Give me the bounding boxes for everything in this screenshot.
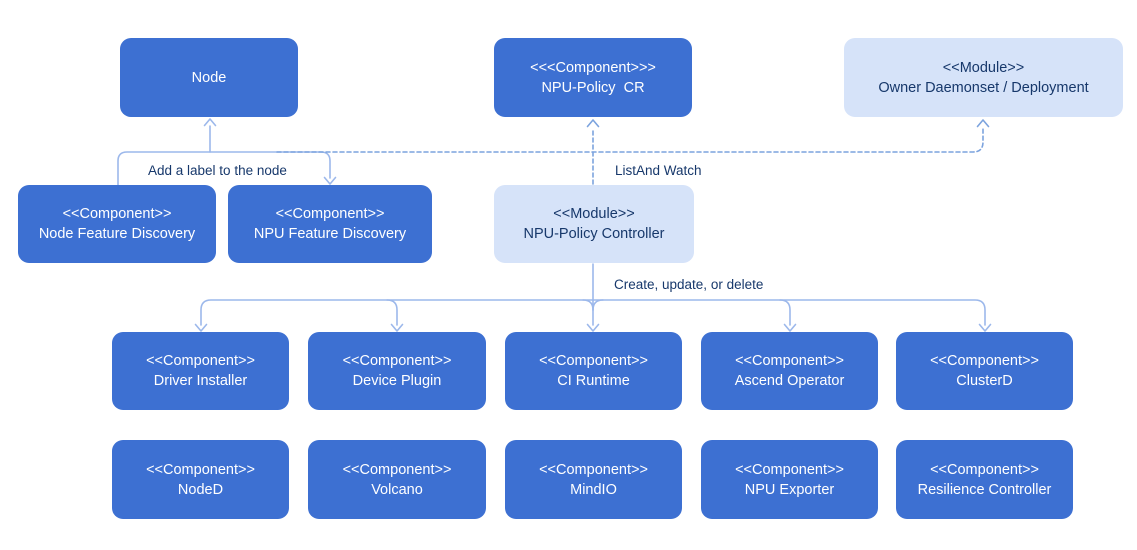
arrowhead-into-device-plugin — [390, 323, 404, 332]
edge-label-listand-watch: ListAnd Watch — [615, 163, 702, 178]
device-plugin-name: Device Plugin — [352, 373, 442, 389]
node-box: Node — [120, 38, 298, 117]
driver-installer-box: <<Component>> Driver Installer — [112, 332, 289, 410]
node-feature-discovery-stereotype: <<Component>> — [62, 206, 172, 222]
node-name: Node — [191, 69, 227, 86]
connector-drop-ascend-operator — [779, 299, 791, 326]
ascend-operator-box: <<Component>> Ascend Operator — [701, 332, 878, 410]
owner-daemonset-stereotype: <<Module>> — [942, 59, 1025, 76]
npu-policy-controller-box: <<Module>> NPU-Policy Controller — [494, 185, 694, 263]
mindio-name: MindIO — [570, 481, 617, 498]
npu-policy-controller-stereotype: <<Module>> — [553, 206, 635, 222]
volcano-stereotype: <<Component>> — [342, 461, 452, 478]
edge-label-create-update-delete: Create, update, or delete — [614, 277, 764, 292]
arrowhead-into-node — [203, 118, 217, 127]
arrowhead-into-clusterd — [978, 323, 992, 332]
npu-exporter-name: NPU Exporter — [744, 481, 835, 498]
resilience-controller-box: <<Component>> Resilience Controller — [896, 440, 1073, 519]
arrowhead-into-ci-runtime — [586, 323, 600, 332]
noded-name: NodeD — [177, 481, 224, 498]
volcano-name: Volcano — [371, 481, 423, 498]
npu-policy-controller-name: NPU-Policy Controller — [523, 226, 665, 242]
ci-runtime-stereotype: <<Component>> — [539, 353, 648, 369]
npu-policy-cr-stereotype: <<<Component>>> — [530, 59, 656, 76]
npu-policy-cr-box: <<<Component>>> NPU-Policy CR — [494, 38, 692, 117]
arrowhead-into-owner-daemonset — [976, 119, 990, 128]
npu-feature-discovery-stereotype: <<Component>> — [275, 206, 385, 222]
driver-installer-name: Driver Installer — [153, 373, 248, 389]
mindio-stereotype: <<Component>> — [539, 461, 648, 478]
connector-fillet-ci-left — [582, 299, 594, 311]
clusterd-name: ClusterD — [956, 373, 1013, 389]
owner-daemonset-name: Owner Daemonset / Deployment — [878, 79, 1089, 96]
node-feature-discovery-box: <<Component>> Node Feature Discovery — [18, 185, 216, 263]
ci-runtime-name: CI Runtime — [557, 373, 630, 389]
connector-fillet-ci-right — [592, 299, 604, 311]
arrowhead-into-driver-installer — [194, 323, 208, 332]
noded-box: <<Component>> NodeD — [112, 440, 289, 519]
npu-policy-cr-name: NPU-Policy CR — [541, 79, 645, 96]
arrowhead-into-npu-feature-discovery — [323, 176, 337, 185]
clusterd-box: <<Component>> ClusterD — [896, 332, 1073, 410]
connector-dashed-to-owner-daemonset — [276, 128, 984, 153]
ascend-operator-name: Ascend Operator — [734, 373, 845, 389]
ci-runtime-box: <<Component>> CI Runtime — [505, 332, 682, 410]
npu-exporter-box: <<Component>> NPU Exporter — [701, 440, 878, 519]
connector-drop-device-plugin — [386, 299, 398, 326]
device-plugin-stereotype: <<Component>> — [342, 353, 452, 369]
mindio-box: <<Component>> MindIO — [505, 440, 682, 519]
clusterd-stereotype: <<Component>> — [930, 353, 1039, 369]
npu-feature-discovery-name: NPU Feature Discovery — [253, 226, 407, 242]
edge-label-add-label-to-node: Add a label to the node — [148, 163, 287, 178]
resilience-controller-name: Resilience Controller — [917, 481, 1052, 498]
npu-exporter-stereotype: <<Component>> — [735, 461, 844, 478]
arrowhead-into-npu-policy-cr — [586, 119, 600, 128]
node-feature-discovery-name: Node Feature Discovery — [38, 226, 196, 242]
arrowhead-into-ascend-operator — [783, 323, 797, 332]
device-plugin-box: <<Component>> Device Plugin — [308, 332, 486, 410]
resilience-controller-stereotype: <<Component>> — [930, 461, 1039, 478]
noded-stereotype: <<Component>> — [146, 461, 255, 478]
npu-feature-discovery-box: <<Component>> NPU Feature Discovery — [228, 185, 432, 263]
owner-daemonset-box: <<Module>> Owner Daemonset / Deployment — [844, 38, 1123, 117]
connector-branch-horizontal — [200, 299, 986, 326]
volcano-box: <<Component>> Volcano — [308, 440, 486, 519]
ascend-operator-stereotype: <<Component>> — [735, 353, 844, 369]
driver-installer-stereotype: <<Component>> — [146, 353, 255, 369]
